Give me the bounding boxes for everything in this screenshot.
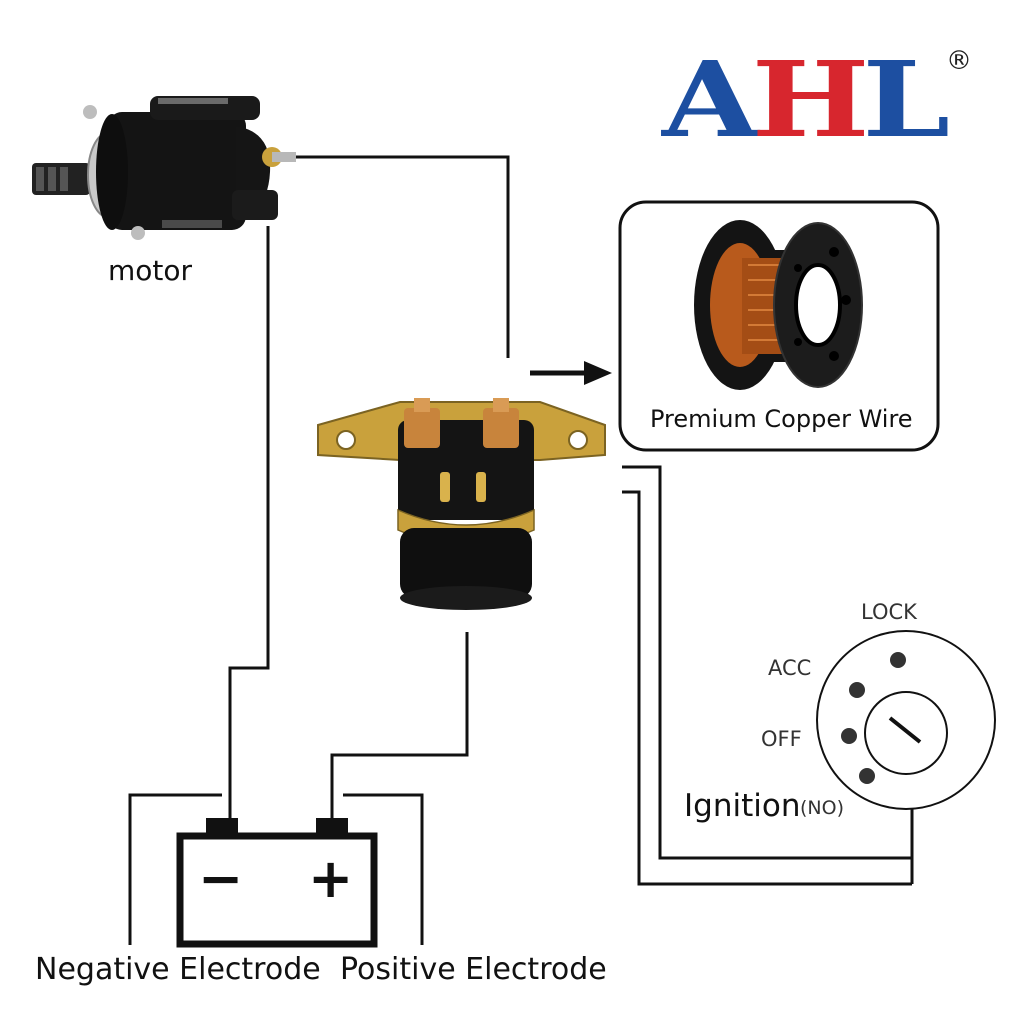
ignition-position-acc-dot (849, 682, 865, 698)
ignition-off-label: OFF (761, 727, 802, 751)
copper-wire-label: Premium Copper Wire (650, 405, 913, 433)
ignition-acc-label: ACC (768, 656, 812, 680)
wire-solenoid-to-battery-positive (330, 632, 469, 818)
motor-label: motor (108, 254, 193, 287)
wire-solenoid-to-ignition-a (622, 465, 912, 860)
ignition-lock-label: LOCK (861, 600, 917, 624)
wire-positive-electrode-lead (343, 793, 424, 945)
ignition-sub-label: (NO) (800, 797, 844, 819)
copper-wire-spool-icon (694, 220, 863, 390)
wire-motor-to-battery-negative (228, 226, 270, 818)
ignition-position-off-dot (841, 728, 857, 744)
wire-motor-to-solenoid (296, 155, 510, 358)
ahl-logo: AHL (662, 38, 950, 161)
positive-electrode-label: Positive Electrode (340, 952, 607, 987)
ignition-label: Ignition (684, 788, 801, 824)
battery-minus-symbol: − (198, 847, 244, 910)
logo-letter-l: L (862, 38, 950, 161)
logo-letter-a: A (662, 38, 759, 161)
ignition-position-on-dot (859, 768, 875, 784)
starter-motor-icon (32, 96, 296, 240)
registered-mark: ® (946, 46, 972, 76)
battery-icon (176, 818, 378, 948)
arrow-right-icon (530, 361, 612, 385)
wire-solenoid-to-ignition-b (622, 490, 912, 886)
wires (128, 155, 914, 945)
solenoid-relay-icon (317, 398, 606, 610)
negative-electrode-label: Negative Electrode (35, 952, 321, 987)
wire-negative-electrode-lead (128, 793, 222, 945)
ignition-switch-icon (816, 630, 996, 810)
ignition-position-lock-dot (890, 652, 906, 668)
logo-letter-h: H (751, 38, 870, 161)
battery-plus-symbol: + (308, 847, 354, 910)
